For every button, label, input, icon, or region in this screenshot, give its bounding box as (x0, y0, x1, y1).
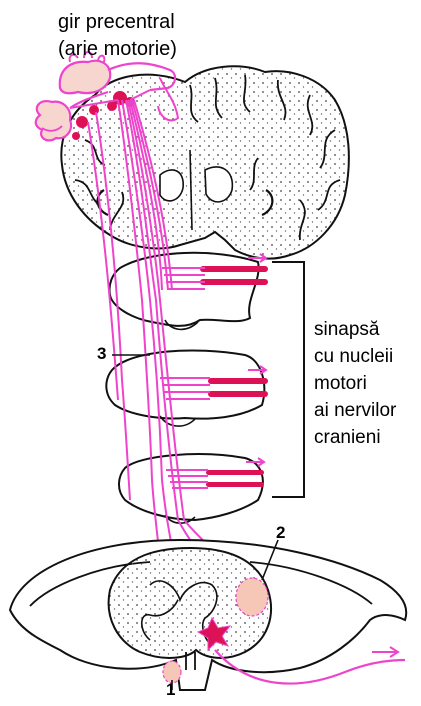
side-label-line-4: ai nervilor (314, 399, 396, 422)
brain-ventricle-left (160, 170, 183, 201)
brain-ventricle-right (205, 167, 232, 202)
title-line-1: gir precentral (58, 10, 175, 34)
nucleus-bar-bot-1 (206, 470, 264, 475)
brain-coronal-section (61, 66, 349, 258)
cortical-nucleus-6 (72, 132, 80, 140)
homunculus-foot (60, 61, 110, 93)
marker-2-label: 2 (276, 523, 285, 543)
side-label-line-5: cranieni (314, 426, 381, 449)
spinal-cord-section (10, 540, 406, 690)
side-label-line-2: cu nucleii (314, 345, 393, 368)
marker-3-label: 3 (97, 344, 106, 364)
lateral-corticospinal-area (236, 578, 268, 616)
marker-1-label: 1 (166, 680, 175, 700)
brainstem-section-top (109, 253, 258, 330)
spinal-nerve-root-arrow (372, 647, 398, 657)
nucleus-bar-top-2 (200, 279, 268, 285)
nucleus-bar-bot-2 (206, 482, 264, 487)
synapse-bracket (272, 262, 304, 497)
brainstem-section-middle (106, 350, 264, 426)
brain-outline (61, 66, 349, 258)
nucleus-bar-mid-2 (208, 391, 268, 397)
cortical-nucleus-5 (76, 116, 88, 128)
homunculus-face (36, 101, 71, 140)
cortical-nucleus-4 (89, 105, 99, 115)
nucleus-bar-mid-1 (208, 378, 268, 384)
side-label-line-3: motori (314, 372, 367, 395)
title-line-2: (arie motorie) (58, 37, 177, 61)
nucleus-bar-top-1 (200, 266, 268, 272)
side-label-line-1: sinapsă (314, 318, 380, 341)
